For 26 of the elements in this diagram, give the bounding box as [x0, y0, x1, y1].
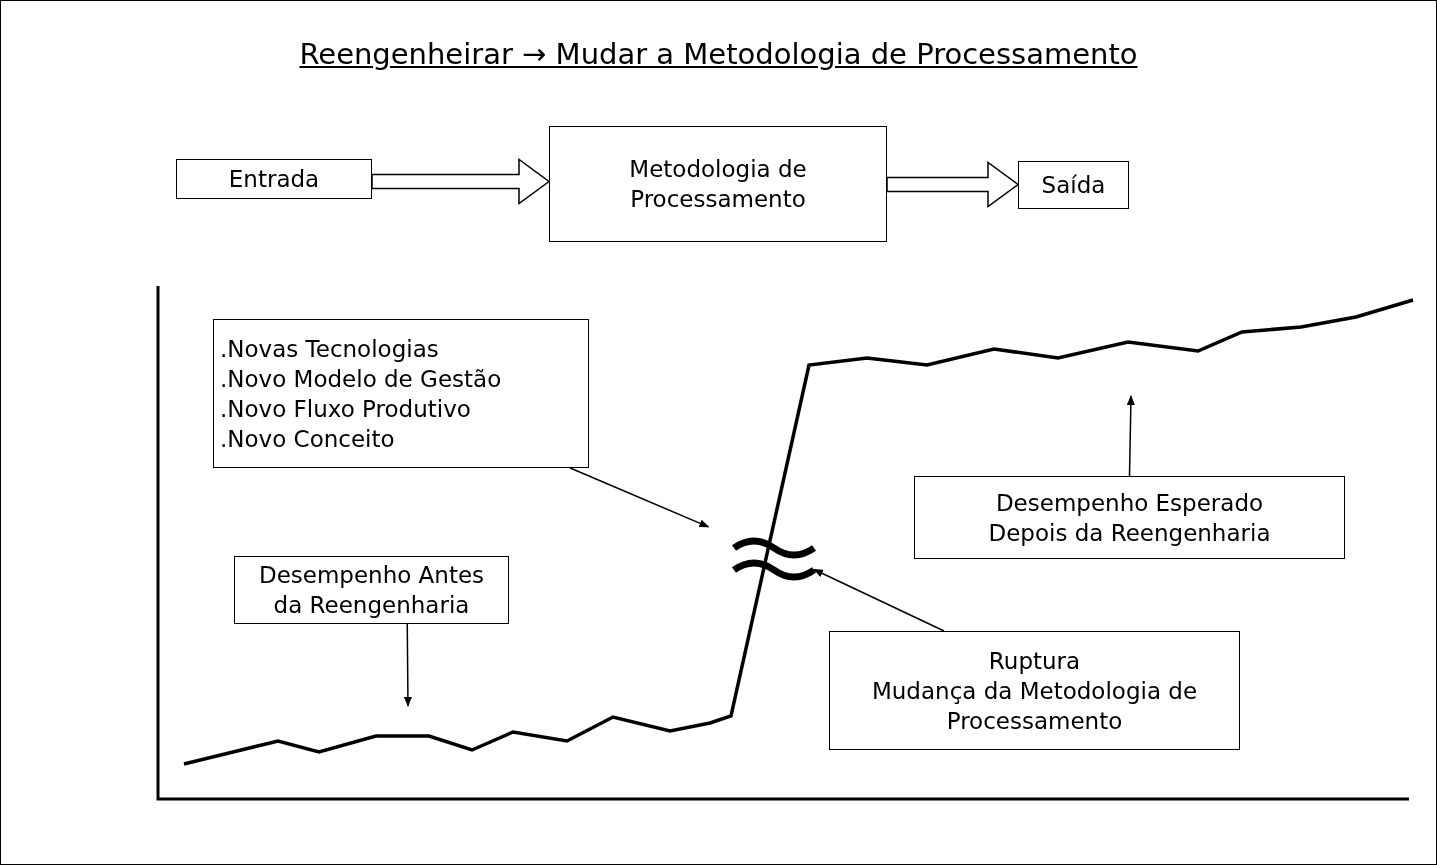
leader-line: [813, 568, 945, 632]
leader-line: [569, 467, 710, 528]
leader-line: [1126, 395, 1135, 477]
callout-box: [213, 319, 589, 468]
break-symbol: [730, 537, 818, 581]
box-label: .Novo Modelo de Gestão: [220, 364, 502, 394]
box-label: Desempenho Esperado Depois da Reengenharia: [987, 488, 1272, 548]
box-label: Ruptura: [988, 646, 1081, 676]
process-box: [549, 126, 887, 242]
box-label: Desempenho Antes da Reengenharia: [257, 561, 486, 620]
box-label: .Novo Conceito: [220, 424, 395, 454]
block-arrow: [886, 161, 1020, 208]
box-label: Entrada: [228, 165, 320, 194]
leader-line: [403, 623, 412, 707]
title: Reengenheirar → Mudar a Metodologia de Processamento: [299, 37, 1138, 71]
callout-box: [829, 631, 1240, 750]
block-arrow: [371, 158, 551, 205]
output-box: [1018, 161, 1129, 209]
box-label: Metodologia de Processamento: [628, 155, 808, 214]
box-label: .Novas Tecnologias: [220, 334, 439, 364]
box-label: .Novo Fluxo Produtivo: [220, 394, 471, 424]
box-label: Saída: [1041, 171, 1106, 200]
input-box: [176, 159, 372, 199]
callout-box: [914, 476, 1345, 559]
callout-box: [234, 556, 509, 624]
box-label: Mudança da Metodologia de Processamento: [870, 676, 1199, 736]
